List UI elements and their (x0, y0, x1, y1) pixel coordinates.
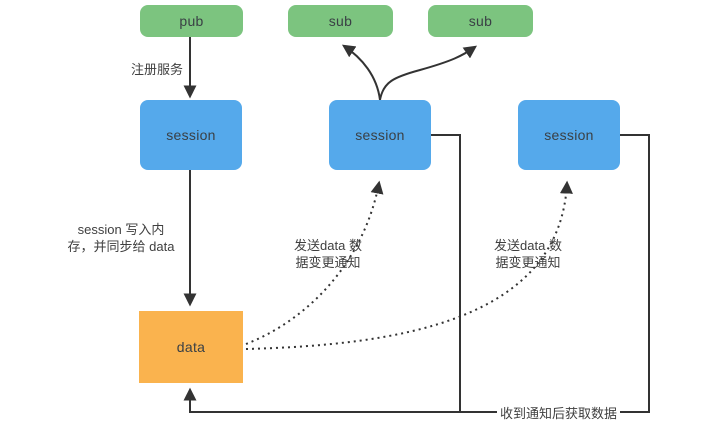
label-notify-middle: 发送data 数 据变更通知 (294, 238, 362, 270)
node-session-left-label: session (166, 127, 216, 143)
edge-fetch-to-data (183, 134, 650, 413)
node-session-right-label: session (544, 127, 594, 143)
label-fetch-after-notify: 收到通知后获取数据 (497, 405, 621, 422)
node-data: data (139, 311, 243, 383)
node-sub-right-label: sub (468, 13, 493, 29)
node-sub-right: sub (428, 5, 533, 37)
node-session-left: session (140, 100, 242, 170)
node-pub: pub (140, 5, 243, 37)
node-sub-left: sub (288, 5, 393, 37)
edge-session-middle-connector (431, 134, 461, 412)
edge-data-notify-session-middle (245, 180, 384, 345)
edge-data-notify-session-right (245, 180, 573, 350)
node-session-middle-label: session (355, 127, 405, 143)
node-session-middle: session (329, 100, 431, 170)
edge-session-middle-to-sub-left (341, 44, 381, 101)
label-notify-right: 发送data 数 据变更通知 (494, 238, 562, 270)
label-register-service: 注册服务 (131, 62, 184, 77)
edge-session-middle-to-sub-right (379, 45, 478, 101)
label-session-write: session 写入内 存，并同步给 data (67, 222, 175, 254)
node-pub-label: pub (179, 13, 204, 29)
node-sub-left-label: sub (328, 13, 353, 29)
node-session-right: session (518, 100, 620, 170)
node-data-label: data (176, 339, 206, 355)
